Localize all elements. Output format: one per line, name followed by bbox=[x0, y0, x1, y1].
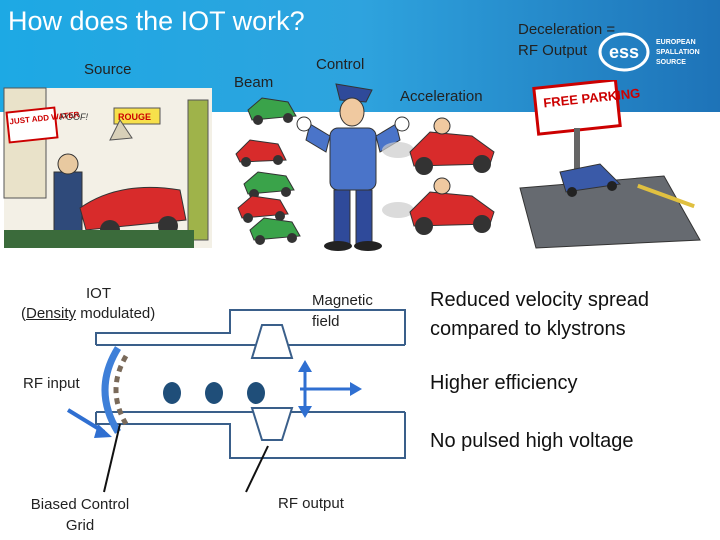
electron-bunch bbox=[247, 382, 265, 404]
output-pointer-line bbox=[245, 445, 269, 493]
rf-output-label: RF output bbox=[278, 495, 344, 512]
magnetic-field-label: Magnetic field bbox=[312, 292, 373, 330]
grid-pointer-line bbox=[103, 423, 121, 493]
ess-logo-line1: EUROPEAN bbox=[656, 39, 696, 46]
electron-bunch bbox=[205, 382, 223, 404]
ess-logo: ess EUROPEAN SPALLATION SOURCE bbox=[598, 30, 708, 74]
biased-control-grid-label: Biased Control Grid bbox=[30, 496, 130, 534]
density-prefix: ( bbox=[21, 305, 26, 322]
density-modulated-label: (Density modulated) bbox=[21, 305, 155, 322]
deceleration-label: Deceleration = RF Output bbox=[518, 21, 616, 59]
rouge-text: ROUGE bbox=[118, 112, 151, 122]
output-gap-upper bbox=[250, 324, 294, 359]
field-arrow-right-head bbox=[350, 382, 362, 396]
field-arrow-down-head bbox=[298, 406, 312, 418]
rf-input-label: RF input bbox=[23, 375, 80, 392]
source-label: Source bbox=[84, 61, 132, 78]
output-gap-lower bbox=[250, 407, 294, 441]
poof-text: POOF! bbox=[60, 112, 89, 122]
ess-logo-word: ess bbox=[609, 42, 639, 62]
bullet-higher-efficiency: Higher efficiency bbox=[430, 372, 578, 394]
race-cars-acceleration bbox=[382, 117, 495, 235]
electron-bunch bbox=[163, 382, 181, 404]
cavity-top-outline bbox=[95, 309, 406, 345]
bullet-velocity-spread: Reduced velocity spread compared to klys… bbox=[430, 289, 650, 340]
ess-logo-line2: SPALLATION bbox=[656, 49, 700, 56]
bullet-no-pulsed-hv: No pulsed high voltage bbox=[430, 430, 634, 452]
iot-label: IOT bbox=[86, 285, 111, 302]
cartoon-illustration: JUST ADD WATER POOF! ROUGE bbox=[3, 80, 701, 251]
control-label: Control bbox=[316, 56, 365, 73]
cathode-arc bbox=[101, 346, 122, 434]
field-arrow-up-head bbox=[298, 360, 312, 372]
acceleration-label: Acceleration bbox=[400, 88, 483, 105]
slide-title: How does the IOT work? bbox=[8, 6, 305, 36]
ess-logo-line3: SOURCE bbox=[656, 59, 686, 66]
density-suffix: modulated) bbox=[76, 305, 156, 322]
ess-logo-mark: ess EUROPEAN SPALLATION SOURCE bbox=[598, 32, 700, 72]
cavity-bottom-outline bbox=[95, 412, 406, 459]
density-word: Density bbox=[26, 305, 77, 322]
gas-station-cartoon: JUST ADD WATER POOF! ROUGE bbox=[3, 87, 212, 248]
beam-label: Beam bbox=[234, 74, 274, 91]
rf-input-arrow-head bbox=[94, 424, 112, 438]
policeman-control bbox=[296, 83, 410, 251]
flying-cars-beam bbox=[235, 97, 301, 245]
control-grid bbox=[113, 354, 129, 426]
